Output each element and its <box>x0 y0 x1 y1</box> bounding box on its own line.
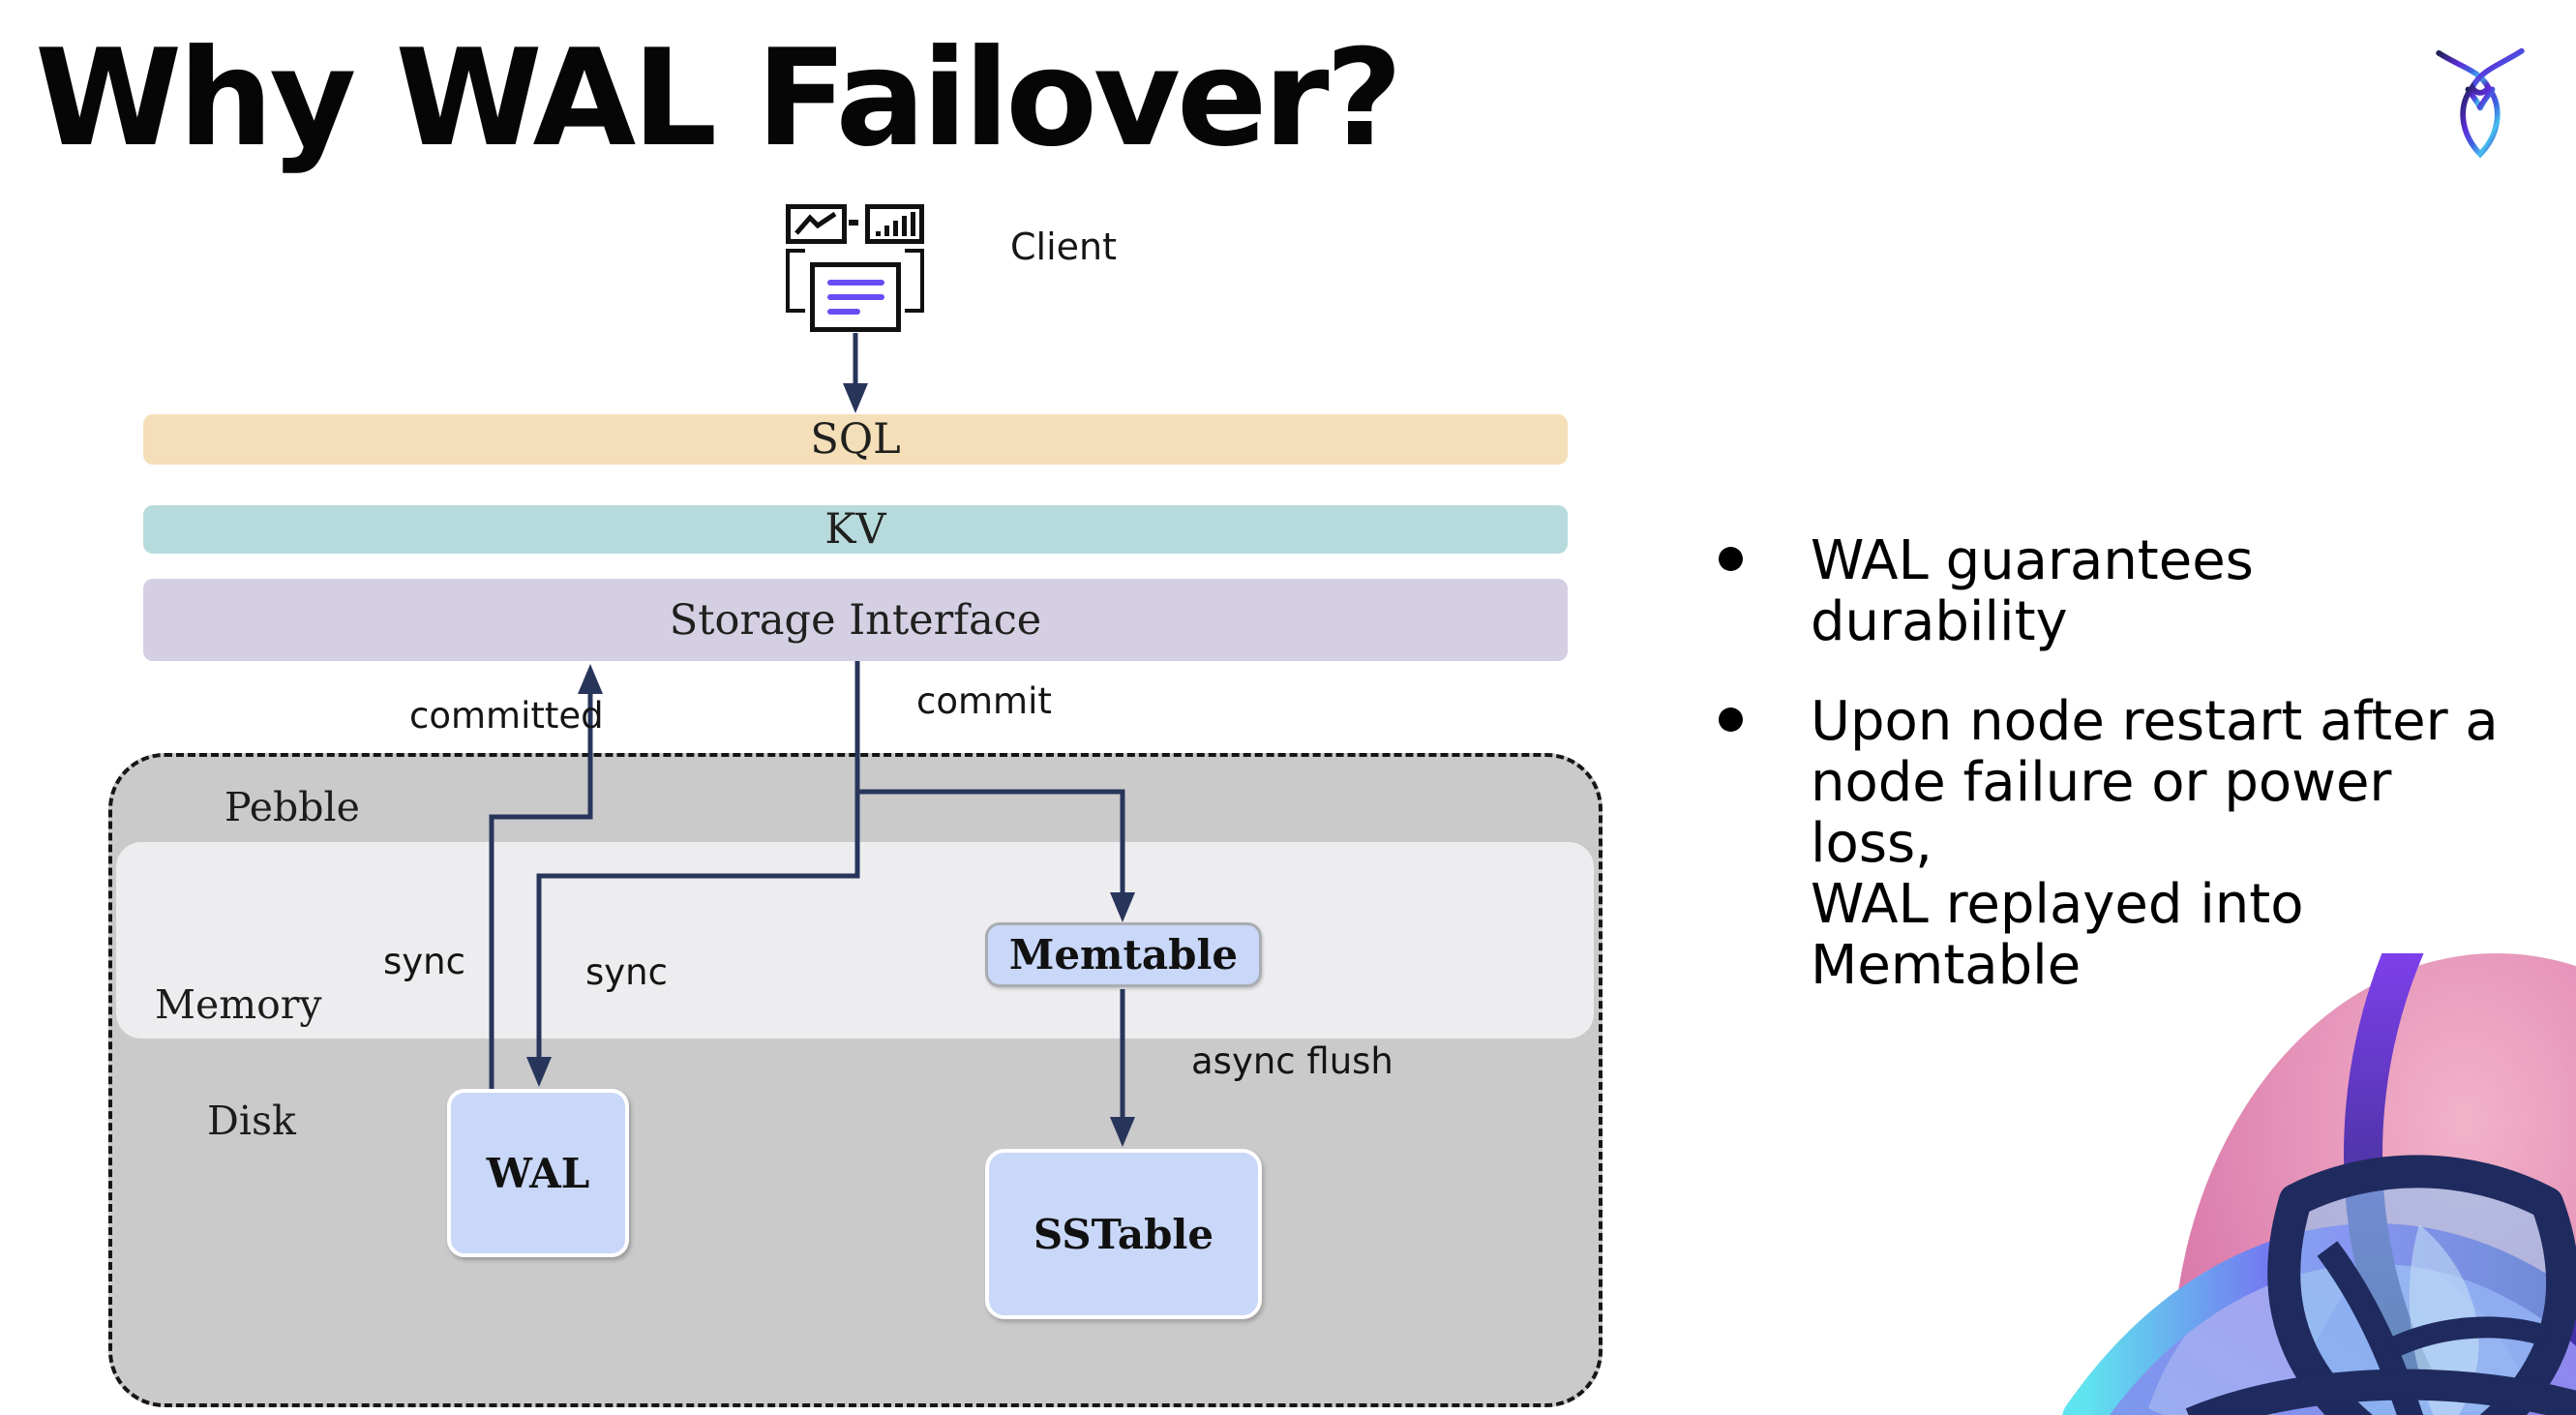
bullet-dot-icon <box>1719 708 1743 732</box>
layer-bar-kv: KV <box>143 505 1568 554</box>
document-icon <box>810 262 901 332</box>
memory-label: Memory <box>155 981 322 1028</box>
commit-edge-label: commit <box>916 680 1052 722</box>
document-line <box>827 280 884 286</box>
arrowhead-up-icon <box>578 664 603 694</box>
client-label: Client <box>1010 226 1118 268</box>
committed-edge-label: committed <box>409 695 604 737</box>
sstable-node: SSTable <box>985 1149 1262 1319</box>
document-line <box>827 294 884 300</box>
line-chart-icon <box>786 204 847 244</box>
disk-label: Disk <box>207 1098 296 1144</box>
wal-node: WAL <box>447 1089 629 1257</box>
bar-chart-icon <box>865 204 924 244</box>
memtable-node: Memtable <box>985 922 1262 987</box>
bullet-dot-icon <box>1719 547 1743 571</box>
wal-label: WAL <box>486 1149 590 1197</box>
sync-edge-label: sync <box>383 941 465 982</box>
layer-bar-storage-interface: Storage Interface <box>143 579 1568 661</box>
pebble-label: Pebble <box>225 784 360 830</box>
bullet-text: Upon node restart after a node failure o… <box>1811 690 2499 997</box>
memory-band <box>116 842 1594 1039</box>
list-item: Upon node restart after a node failure o… <box>1719 691 2522 996</box>
layer-bar-sql: SQL <box>143 414 1568 465</box>
sstable-label: SSTable <box>1033 1210 1214 1258</box>
cockroachdb-logo-icon <box>2436 47 2525 159</box>
document-line <box>827 309 860 315</box>
bracket-left-icon <box>786 249 805 313</box>
memtable-label: Memtable <box>1008 931 1239 978</box>
arrowhead-down-icon <box>843 383 868 413</box>
bullet-list: WAL guarantees durability Upon node rest… <box>1719 530 2522 996</box>
async-flush-edge-label: async flush <box>1191 1040 1393 1082</box>
sql-label: SQL <box>810 415 901 464</box>
bullet-text: WAL guarantees durability <box>1811 529 2254 653</box>
bracket-right-icon <box>905 249 924 313</box>
storage-interface-label: Storage Interface <box>669 595 1042 645</box>
kv-label: KV <box>824 505 886 554</box>
icon-connector-dash <box>849 220 858 226</box>
cockroach-brand-artwork <box>2062 953 2576 1415</box>
sync-edge-label: sync <box>585 951 668 993</box>
list-item: WAL guarantees durability <box>1719 530 2522 652</box>
page-title: Why WAL Failover? <box>35 20 1403 176</box>
